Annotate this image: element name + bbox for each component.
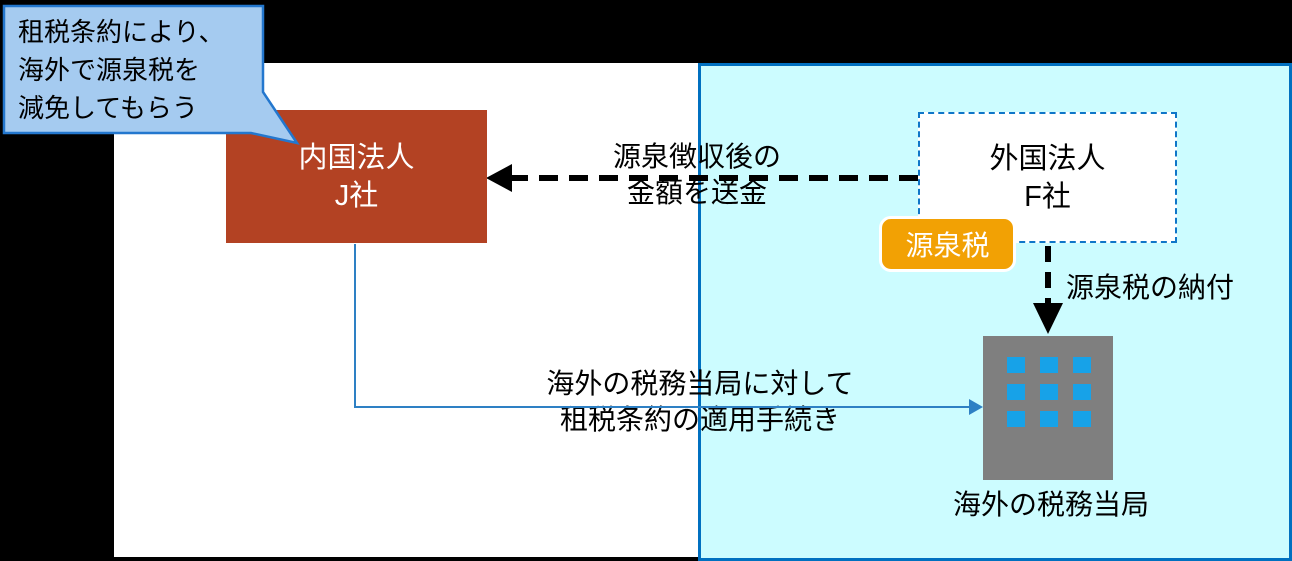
payment-label: 源泉税の納付 xyxy=(1066,272,1235,303)
building-window xyxy=(1073,411,1091,427)
building-windows xyxy=(1007,357,1091,427)
withholding-tax-badge: 源泉税 xyxy=(879,216,1016,272)
building-window xyxy=(1040,384,1058,400)
callout-line2: 海外で源泉税を xyxy=(18,55,201,85)
company-f-line2: F社 xyxy=(1024,180,1071,213)
company-f-line1: 外国法人 xyxy=(989,142,1106,175)
building-window xyxy=(1073,357,1091,373)
procedure-label: 海外の税務当局に対して 租税条約の適用手続き xyxy=(450,366,950,438)
building-window xyxy=(1073,384,1091,400)
tax-office-building-icon xyxy=(983,336,1113,480)
callout-line1: 租税条約により、 xyxy=(18,17,225,47)
tax-authority-label: 海外の税務当局 xyxy=(952,489,1149,520)
building-window xyxy=(1007,384,1025,400)
building-window xyxy=(1040,411,1058,427)
company-j-line2: J社 xyxy=(334,179,379,212)
callout-line3: 減免してもらう xyxy=(18,93,198,123)
remittance-label: 源泉徴収後の 金額を送金 xyxy=(447,139,947,211)
company-j-line1: 内国法人 xyxy=(298,141,415,174)
building-window xyxy=(1007,357,1025,373)
building-window xyxy=(1040,357,1058,373)
procedure-label-line2: 租税条約の適用手続き xyxy=(559,404,840,435)
remittance-label-line1: 源泉徴収後の xyxy=(612,141,781,172)
building-window xyxy=(1007,411,1025,427)
company-j-box: 内国法人 J社 xyxy=(226,110,487,243)
tax-treaty-callout: 租税条約により、 海外で源泉税を 減免してもらう xyxy=(18,13,224,127)
procedure-label-line1: 海外の税務当局に対して xyxy=(546,368,854,399)
remittance-label-line2: 金額を送金 xyxy=(626,177,767,208)
